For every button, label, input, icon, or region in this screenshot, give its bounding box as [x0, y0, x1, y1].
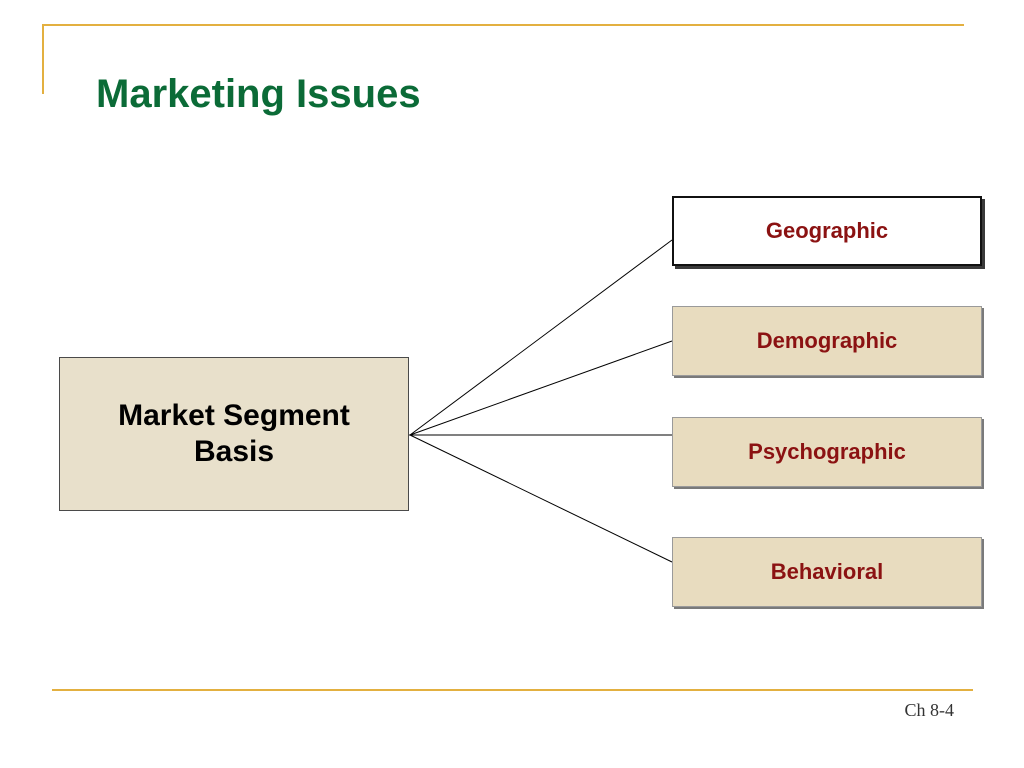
- segment-demographic-box: Demographic: [672, 306, 982, 376]
- connector-demographic: [409, 340, 673, 436]
- frame-left-rule: [42, 24, 44, 94]
- market-segment-basis-label: Market Segment Basis: [118, 399, 350, 468]
- footer-rule: [52, 689, 973, 691]
- connector-behavioral: [409, 434, 673, 563]
- segment-psychographic-box: Psychographic: [672, 417, 982, 487]
- connector-geographic: [409, 239, 673, 436]
- segment-behavioral-label: Behavioral: [770, 559, 884, 584]
- segment-behavioral-box: Behavioral: [672, 537, 982, 607]
- segment-geographic-label: Geographic: [765, 218, 889, 243]
- segment-psychographic-label: Psychographic: [748, 439, 906, 464]
- frame-top-rule: [42, 24, 964, 26]
- market-segment-basis-box: Market Segment Basis: [59, 357, 409, 511]
- page-number: Ch 8-4: [904, 700, 955, 720]
- slide-title: Marketing Issues: [96, 72, 421, 116]
- segment-geographic-box: Geographic: [672, 196, 982, 266]
- segment-demographic-label: Demographic: [756, 328, 898, 353]
